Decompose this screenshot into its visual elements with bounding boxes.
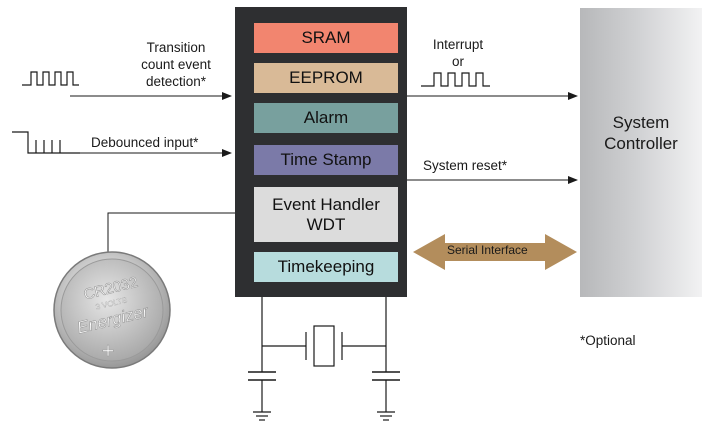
timekeeping-label: Timekeeping (277, 257, 375, 276)
crystal-icon (305, 325, 343, 367)
battery-wire (107, 212, 235, 262)
sram-label: SRAM (301, 28, 351, 47)
event-handler-label: Event Handler (272, 194, 380, 214)
event-handler-block: Event Handler WDT (254, 187, 398, 242)
serial-interface-arrow (413, 234, 577, 270)
interrupt-output-label: Interrupt or (418, 36, 498, 70)
rtc-chip: SRAM EEPROM Alarm Time Stamp Event Handl… (235, 7, 407, 297)
debounce-waveform-icon (12, 131, 80, 154)
transition-line2: count event (141, 57, 211, 72)
reset-output-label: System reset* (423, 158, 508, 173)
interrupt-line1: Interrupt (432, 37, 484, 52)
transition-input-label: Transition count event detection* (126, 39, 226, 90)
capacitor-icon (248, 371, 400, 381)
controller-line1: System (612, 113, 670, 132)
coin-cell-battery-icon (53, 251, 171, 369)
crystal-circuit (261, 297, 387, 372)
controller-label: System Controller (580, 112, 702, 154)
wdt-label: WDT (306, 214, 346, 234)
ground-icon (253, 380, 395, 421)
timekeeping-block: Timekeeping (254, 252, 398, 282)
alarm-label: Alarm (303, 108, 349, 127)
sram-block: SRAM (254, 23, 398, 53)
interrupt-pulse-icon (421, 72, 490, 87)
battery-polarity: + (102, 338, 115, 363)
system-controller: System Controller (580, 8, 702, 297)
alarm-block: Alarm (254, 103, 398, 133)
timestamp-label: Time Stamp (280, 150, 372, 169)
eeprom-label: EEPROM (289, 68, 363, 87)
interrupt-line2: or (451, 54, 464, 69)
timestamp-block: Time Stamp (254, 145, 398, 175)
controller-line2: Controller (604, 134, 678, 153)
optional-footnote: *Optional (580, 333, 636, 348)
serial-interface-label: Serial Interface (447, 243, 528, 257)
debounced-input-label: Debounced input* (91, 135, 199, 150)
eeprom-block: EEPROM (254, 63, 398, 93)
transition-line1: Transition (146, 40, 206, 55)
pulse-train-icon (22, 71, 79, 86)
transition-line3: detection* (145, 74, 207, 89)
